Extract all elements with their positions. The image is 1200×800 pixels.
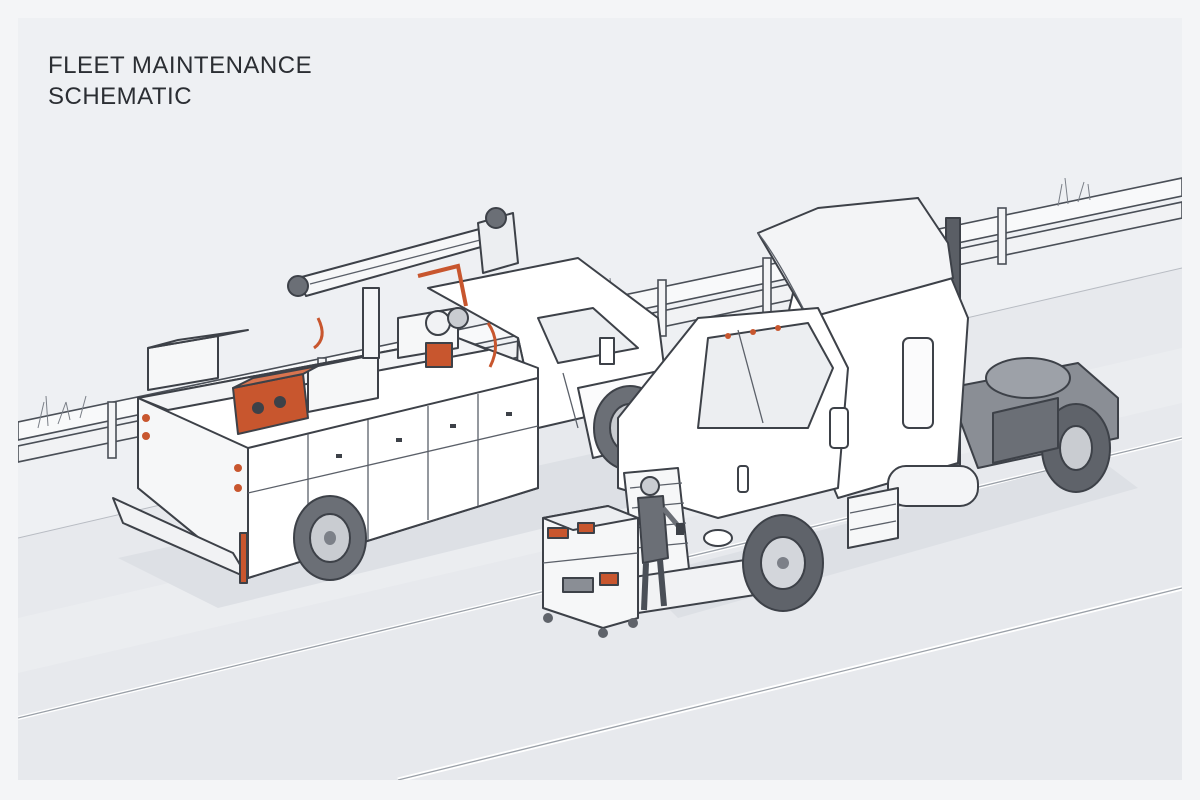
title-line-2: SCHEMATIC <box>48 83 193 110</box>
schematic-frame: FLEET MAINTENANCE SCHEMATIC <box>18 18 1182 780</box>
welder-unit <box>232 365 319 435</box>
semi-truck <box>617 197 1138 618</box>
tool-cart <box>542 505 639 638</box>
technician <box>637 476 684 611</box>
service-crane <box>287 207 519 368</box>
schematic-illustration <box>18 177 1182 780</box>
title-line-1: FLEET MAINTENANCE <box>48 52 313 79</box>
page-title: FLEET MAINTENANCE SCHEMATIC <box>48 50 312 112</box>
utility-body <box>112 307 539 584</box>
semi-cab <box>617 197 979 614</box>
semi-chassis <box>947 357 1119 493</box>
